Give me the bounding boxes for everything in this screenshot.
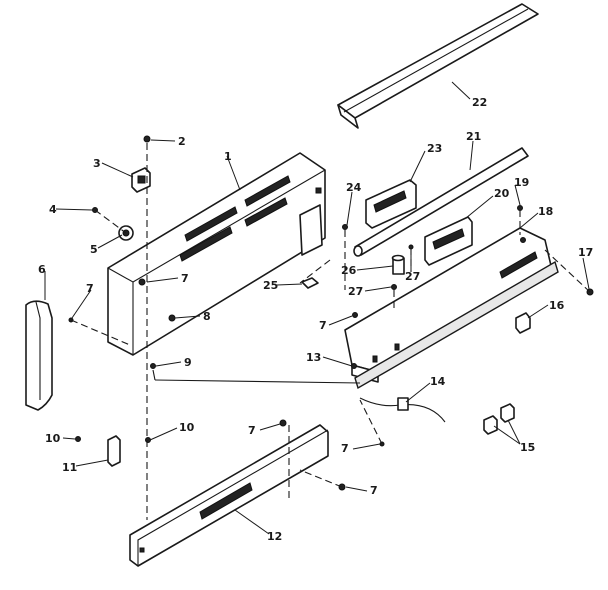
label-7-b: 7	[181, 272, 189, 285]
part-15-clips	[483, 403, 515, 435]
part-11-bracket	[107, 435, 121, 467]
label-10-b: 10	[179, 421, 195, 434]
label-7-f: 7	[319, 319, 327, 332]
part-26-switch	[391, 254, 405, 275]
label-22: 22	[472, 96, 487, 109]
label-14: 14	[430, 375, 446, 388]
assembly-lines	[70, 143, 591, 520]
label-24: 24	[346, 181, 362, 194]
label-1: 1	[224, 150, 232, 163]
label-17: 17	[578, 246, 593, 259]
label-16: 16	[549, 299, 565, 312]
label-2: 2	[178, 135, 186, 148]
label-20: 20	[494, 187, 510, 200]
label-26: 26	[341, 264, 357, 277]
part-12-lower-panel	[129, 424, 329, 567]
part-18-control-panel	[344, 227, 559, 390]
callout-labels: 1 2 3 4 5 6 7 7 8 9 10 10 11 7 12 7 7 13…	[38, 96, 593, 543]
label-8: 8	[203, 310, 211, 323]
part-5-spacer	[118, 225, 134, 241]
label-15: 15	[520, 441, 535, 454]
label-10-a: 10	[45, 432, 61, 445]
label-11: 11	[62, 461, 77, 474]
label-19: 19	[514, 176, 529, 189]
label-6: 6	[38, 263, 46, 276]
label-9: 9	[184, 356, 192, 369]
label-21: 21	[466, 130, 481, 143]
part-14-wire	[359, 397, 446, 423]
part-16-knob	[515, 312, 531, 334]
part-25-bracket	[301, 277, 319, 289]
part-21-rod	[353, 147, 529, 257]
label-13: 13	[306, 351, 321, 364]
part-6-endcap	[25, 300, 53, 411]
label-7-c: 7	[248, 424, 256, 437]
leader-lines	[44, 81, 590, 535]
label-12: 12	[267, 530, 282, 543]
label-25: 25	[263, 279, 278, 292]
label-7-d: 7	[341, 442, 349, 455]
part-3-bracket	[131, 167, 151, 193]
part-23-switch	[365, 179, 417, 229]
label-23: 23	[427, 142, 442, 155]
label-5: 5	[90, 243, 98, 256]
label-7-a: 7	[86, 282, 94, 295]
label-4: 4	[49, 203, 57, 216]
label-18: 18	[538, 205, 553, 218]
part-1-panel	[107, 152, 326, 356]
part-22-trim	[337, 3, 539, 129]
label-3: 3	[93, 157, 101, 170]
part-20-switch	[424, 216, 473, 266]
label-27-b: 27	[405, 270, 420, 283]
label-7-e: 7	[370, 484, 378, 497]
label-27-a: 27	[348, 285, 363, 298]
